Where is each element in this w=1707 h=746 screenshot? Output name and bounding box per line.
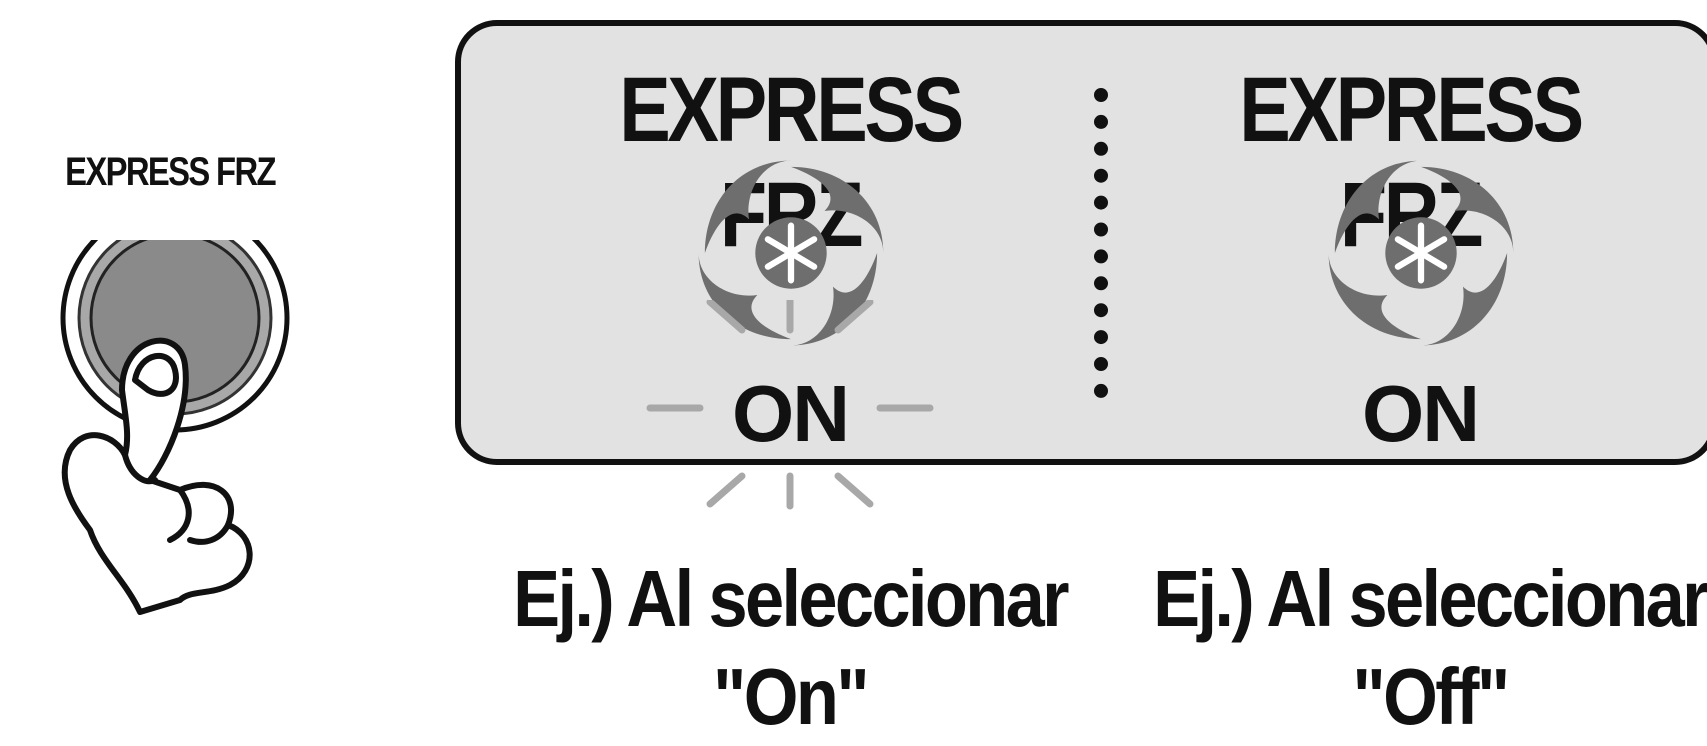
on-indicator-steady: ON <box>1362 369 1480 458</box>
on-indicator-blinking: ON <box>732 369 850 458</box>
snowflake-icon <box>764 222 818 284</box>
display-panel <box>455 20 1707 465</box>
express-freeze-fan-icon <box>698 160 884 346</box>
express-frz-button-illustration <box>60 240 290 615</box>
dotted-divider <box>1094 88 1108 398</box>
button-caption: EXPRESS FRZ <box>65 150 276 194</box>
blinking-indicator-rays <box>646 300 934 510</box>
caption-on-line1: Ej.) Al seleccionar <box>513 554 1069 643</box>
caption-off-line2: "Off" <box>1352 652 1510 741</box>
pressing-hand-icon <box>61 337 253 615</box>
snowflake-icon <box>1394 222 1448 284</box>
caption-on-line2: "On" <box>713 652 870 741</box>
caption-off-line1: Ej.) Al seleccionar <box>1153 554 1707 643</box>
express-freeze-fan-icon <box>1328 160 1514 346</box>
